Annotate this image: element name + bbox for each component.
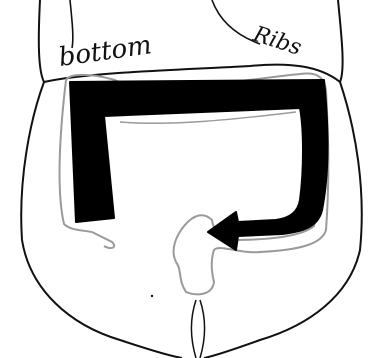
label-bottom: bottom bbox=[57, 30, 154, 73]
colon-direction-arrow bbox=[70, 80, 328, 250]
navel bbox=[192, 300, 205, 358]
appendix-outline bbox=[92, 232, 114, 248]
belly-dot bbox=[151, 295, 153, 297]
label-ribs: Ribs bbox=[249, 22, 304, 61]
